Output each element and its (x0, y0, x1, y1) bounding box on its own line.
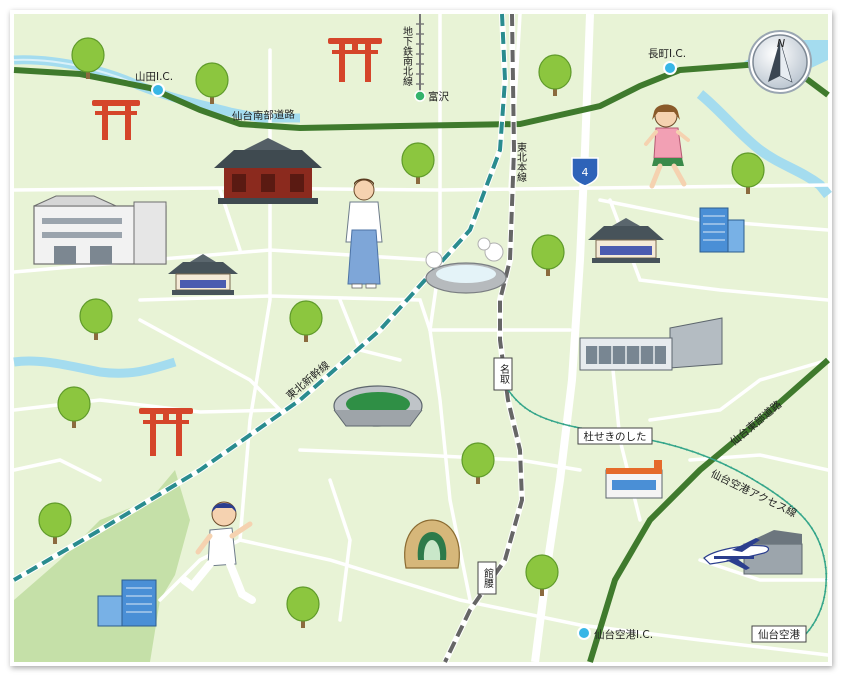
tatekoshi-station-box[interactable]: 館腰 (477, 561, 497, 595)
tohoku-main-line (443, 13, 525, 663)
girl-runner-icon (644, 104, 690, 189)
tree-icon (401, 142, 435, 184)
office-building-icon (97, 579, 157, 627)
temple-icon (168, 254, 238, 295)
label-natori-station: 名取 (498, 363, 510, 385)
tree-icon (79, 298, 113, 340)
tunnel-landmark-icon (404, 519, 460, 569)
factory-building-icon (33, 195, 167, 265)
route-4-number: 4 (582, 166, 589, 179)
river-east (696, 90, 832, 199)
stadium-icon (333, 385, 423, 427)
hall-building-icon (579, 317, 723, 371)
tree-icon (57, 386, 91, 428)
label-sendai-south-road: 仙台南部道路 (232, 108, 296, 123)
label-tatekoshi-station: 館腰 (482, 567, 494, 589)
tree-icon (461, 442, 495, 484)
hot-spring-icon (425, 237, 507, 294)
airport-icon (703, 530, 803, 575)
route-4-shield: 4 (571, 157, 599, 187)
office-building-icon (699, 207, 745, 253)
subway-line (416, 14, 424, 95)
label-tohoku-main-line: 東北本線 (515, 141, 527, 182)
yamada-ic-marker[interactable] (151, 83, 165, 97)
compass-letter: N (777, 37, 785, 50)
label-yamada-ic: 山田I.C. (135, 71, 173, 83)
label-mori-station: 杜せきのした (584, 430, 647, 443)
boy-runner-icon (180, 501, 256, 604)
natori-station-box[interactable]: 名取 (493, 357, 513, 391)
tree-icon (286, 586, 320, 628)
label-airport-station: 仙台空港 (758, 628, 800, 641)
shrine-icon (214, 138, 322, 204)
airport-ic-marker[interactable] (577, 626, 591, 640)
mori-station-box[interactable]: 杜せきのした (577, 427, 653, 445)
sendai-east-road (587, 357, 830, 663)
airport-station-box[interactable]: 仙台空港 (751, 625, 807, 643)
tree-icon (525, 554, 559, 596)
shopping-facility-icon (605, 460, 663, 499)
torii-gate-icon (139, 408, 193, 456)
tree-icon (289, 300, 323, 342)
label-tomisawa-station: 富沢 (428, 90, 449, 103)
torii-gate-icon (92, 100, 140, 140)
tree-icon (195, 62, 229, 104)
temple-icon (588, 218, 664, 263)
compass-icon: N (748, 30, 812, 94)
label-airport-ic: 仙台空港I.C. (594, 628, 653, 641)
torii-gate-icon (328, 38, 382, 82)
tree-icon (538, 54, 572, 96)
priest-person-icon (345, 178, 383, 289)
tree-icon (71, 37, 105, 79)
tree-icon (731, 152, 765, 194)
label-nagamachi-ic: 長町I.C. (648, 48, 686, 60)
tree-icon (38, 502, 72, 544)
tree-icon (531, 234, 565, 276)
tomisawa-station-marker[interactable] (414, 90, 426, 102)
river-west (13, 356, 177, 378)
nagamachi-ic-marker[interactable] (663, 61, 677, 75)
label-subway-line: 地下鉄南北線 (401, 25, 413, 86)
